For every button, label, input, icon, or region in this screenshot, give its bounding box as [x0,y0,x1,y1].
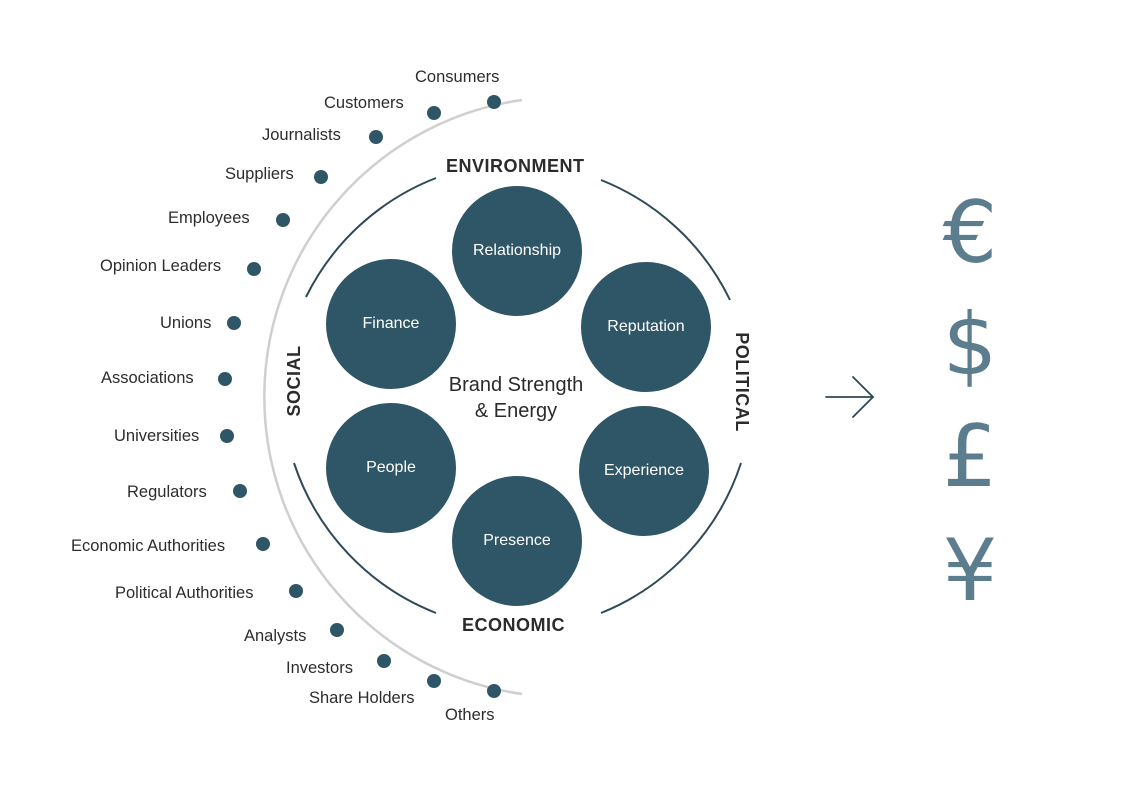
pillar-label: Presence [483,532,551,549]
arrow-right-icon [825,376,875,418]
ring-arc-bottom-right [600,462,742,614]
pillar-label: Reputation [607,318,685,335]
stakeholder-label: Analysts [244,627,307,645]
dollar-icon: $ [942,295,998,395]
stakeholder-dot [233,484,247,498]
stakeholder-label: Economic Authorities [71,537,226,555]
stakeholder-dot [314,170,328,184]
stakeholder-label: Unions [160,314,212,332]
stakeholder-dot [220,429,234,443]
euro-icon: € [942,183,998,283]
pillar-label: Finance [362,315,420,332]
stakeholder-label: Associations [101,369,194,387]
stakeholder-dot [256,537,270,551]
stakeholder-label: Consumers [415,68,500,86]
center-title-line-2: & Energy [474,400,558,422]
stakeholder-dot [330,623,344,637]
stakeholder-label: Universities [114,427,200,445]
pillar-presence: Presence [452,476,582,606]
pillar-people: People [326,403,456,533]
yen-icon: ¥ [942,521,998,621]
pillar-label: Experience [603,462,685,479]
ring-arc-top-left [305,177,437,298]
ring-label-economic: ECONOMIC [462,615,565,635]
stakeholder-dots [218,95,501,698]
environment-ring [293,177,742,614]
pillar-label: People [366,459,416,476]
center-title: Brand Strength & Energy [416,372,616,424]
stakeholder-label: Customers [324,94,404,112]
stakeholder-label: Investors [286,659,353,677]
stakeholder-dot [247,262,261,276]
stakeholder-arc [263,98,523,696]
stakeholder-label: Regulators [127,483,207,501]
center-title-line-1: Brand Strength [448,374,584,396]
stakeholder-label: Employees [168,209,250,227]
stakeholder-dot [218,372,232,386]
pillar-experience: Experience [579,406,709,536]
stakeholder-dot [427,106,441,120]
stakeholder-dot [369,130,383,144]
stakeholder-dot [276,213,290,227]
ring-label-social: SOCIAL [284,345,304,417]
ring-label-political: POLITICAL [732,332,752,432]
pillar-label: Relationship [472,242,562,259]
stakeholder-dot [487,95,501,109]
pillar-finance: Finance [326,259,456,389]
ring-label-environment: ENVIRONMENT [446,156,585,176]
pillar-relationship: Relationship [452,186,582,316]
stakeholder-label: Others [445,706,495,724]
stakeholder-dot [427,674,441,688]
ring-arc-top-right [600,179,731,301]
pillar-reputation: Reputation [581,262,711,392]
stakeholder-label: Suppliers [225,165,294,183]
stakeholder-dot [289,584,303,598]
stakeholder-label: Opinion Leaders [100,257,222,275]
pound-icon: £ [942,407,998,507]
stakeholder-label: Share Holders [309,689,415,707]
ring-arc-bottom-left [293,462,437,614]
stakeholder-label: Political Authorities [115,584,254,602]
stakeholder-dot [377,654,391,668]
stakeholder-label: Journalists [262,126,341,144]
stakeholder-dot [227,316,241,330]
stakeholder-dot [487,684,501,698]
